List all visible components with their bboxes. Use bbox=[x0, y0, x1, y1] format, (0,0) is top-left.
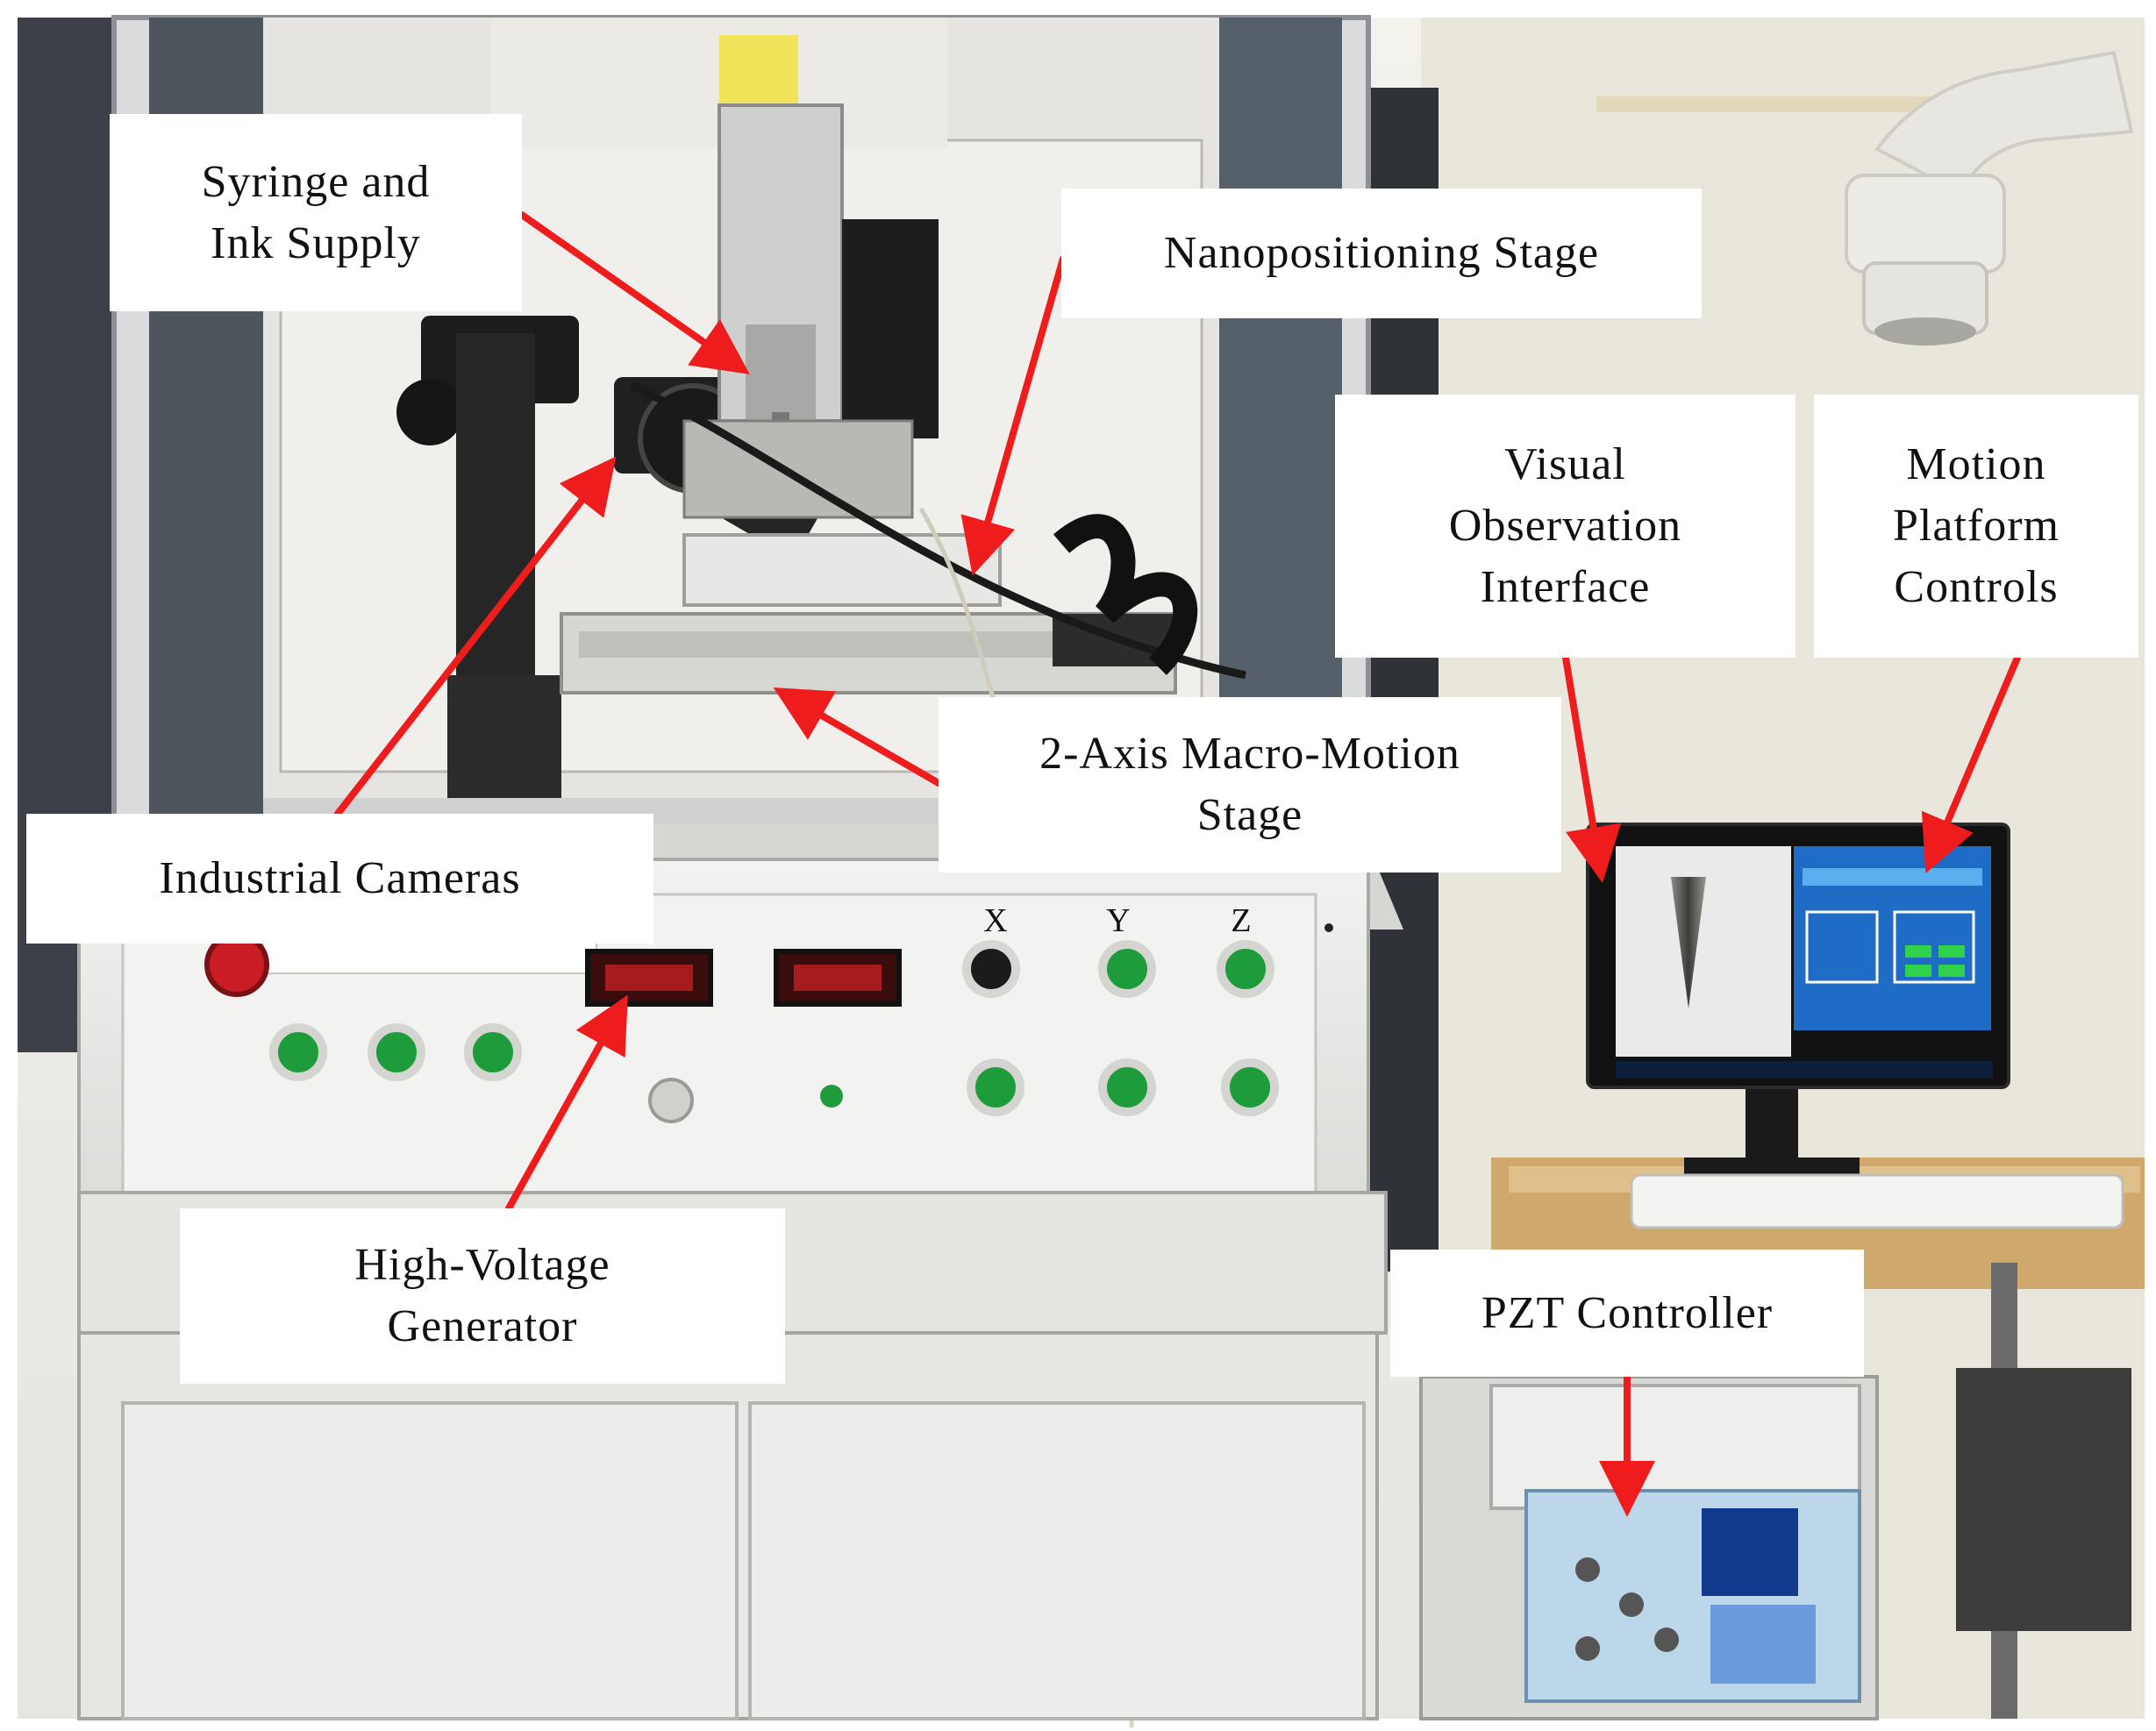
label-pzt-controller: PZT Controller bbox=[1390, 1250, 1864, 1377]
arrow-nanopositioning bbox=[960, 255, 1067, 576]
axis-label-y: Y bbox=[1106, 902, 1130, 939]
needle-image bbox=[1671, 877, 1706, 1008]
cable-black bbox=[630, 381, 1246, 680]
annotation-arrows bbox=[334, 211, 2021, 1517]
arrow-high-voltage bbox=[505, 994, 628, 1212]
axis-label-x: X bbox=[983, 902, 1007, 939]
arrow-syringe bbox=[518, 211, 750, 374]
keyboard bbox=[1630, 1173, 2124, 1229]
label-syringe-and-ink-supply: Syringe and Ink Supply bbox=[110, 114, 522, 311]
key-switch bbox=[648, 1078, 694, 1123]
green-buttons-row-1 bbox=[269, 1023, 522, 1081]
label-nanopositioning-stage: Nanopositioning Stage bbox=[1061, 189, 1702, 318]
x-jog-knob bbox=[962, 940, 1020, 998]
label-industrial-cameras: Industrial Cameras bbox=[26, 814, 653, 944]
green-indicator bbox=[820, 1085, 843, 1108]
label-motion-platform-controls: Motion Platform Controls bbox=[1814, 395, 2138, 658]
macro-motion-stage bbox=[560, 612, 1177, 695]
monitor-stand bbox=[1746, 1087, 1798, 1166]
arrow-cameras bbox=[334, 456, 617, 817]
arrow-motion bbox=[1921, 654, 2021, 874]
air-duct bbox=[1845, 50, 2134, 345]
panel-screw bbox=[1324, 923, 1333, 932]
axis-label-z: Z bbox=[1231, 902, 1251, 939]
arrow-visual bbox=[1562, 654, 1622, 883]
label-visual-observation-interface: Visual Observation Interface bbox=[1335, 395, 1795, 658]
cable-coil bbox=[1053, 514, 1198, 675]
label-high-voltage-generator: High-Voltage Generator bbox=[180, 1208, 785, 1384]
label-2-axis-macro-motion-stage: 2-Axis Macro-Motion Stage bbox=[939, 697, 1561, 873]
syringe-and-ink-supply bbox=[682, 103, 939, 519]
pzt-controller-body bbox=[1489, 1384, 1861, 1510]
nanopositioning-stage-block bbox=[682, 533, 1002, 607]
emergency-stop bbox=[204, 932, 269, 997]
arrow-macro-motion bbox=[773, 687, 942, 787]
